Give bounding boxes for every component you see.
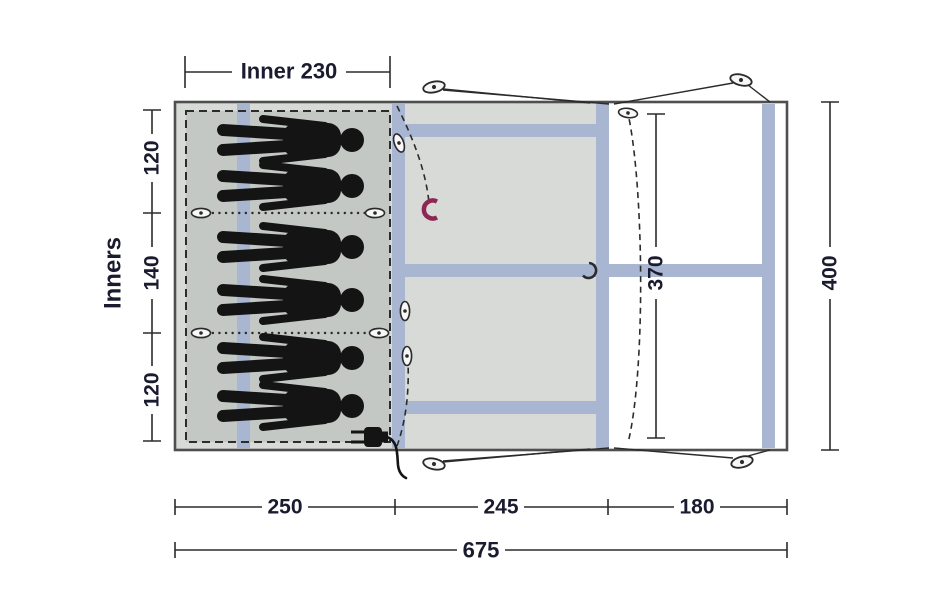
peg-icon <box>729 453 755 471</box>
dim-width-total-label: 675 <box>463 538 500 563</box>
inner-tent-border <box>185 110 391 443</box>
peg-icon <box>421 455 447 473</box>
pole-roof-middle <box>405 264 762 277</box>
dim-section-sleeping-label: 250 <box>267 496 302 519</box>
guy-line <box>442 447 610 462</box>
guy-lines <box>421 71 771 473</box>
pole-roof-top <box>405 124 596 137</box>
dim-cabin-middle-label: 140 <box>141 255 164 290</box>
accessories <box>351 198 598 480</box>
dim-depth-inner-label: 370 <box>645 255 668 290</box>
dim-cabins-group: 120 140 120 Inners <box>100 109 164 442</box>
zip-pull-icon <box>368 327 390 339</box>
tent-body <box>173 100 789 452</box>
dim-cabin-bottom-label: 120 <box>141 372 164 407</box>
dim-section-porch-label: 180 <box>679 496 714 519</box>
zip-pull-icon <box>401 345 413 367</box>
dim-depth-inner-group: 370 <box>645 113 668 439</box>
dim-width-total-group: 675 <box>174 538 788 563</box>
zip-pull-icon <box>399 300 411 322</box>
guy-line <box>747 84 771 103</box>
tent-outline <box>173 100 789 452</box>
guy-line <box>747 449 771 457</box>
front-door-curve <box>626 108 642 444</box>
zip-pull-icon <box>190 327 212 339</box>
dim-section-living-label: 245 <box>483 496 518 519</box>
pole-roof-bottom <box>405 401 596 414</box>
dim-depth-total-group: 400 <box>819 101 842 451</box>
doors <box>396 105 642 447</box>
inners-label: Inners <box>100 237 127 309</box>
magnet-icon <box>421 198 439 221</box>
dim-inner-width-group: Inner 230 <box>184 56 391 88</box>
peg-icon <box>728 71 754 89</box>
dim-inner-width-label: Inner 230 <box>241 59 338 84</box>
door-curve-bottom <box>396 361 410 447</box>
guy-line <box>613 82 734 105</box>
hook-icon <box>582 261 598 280</box>
guy-line <box>442 89 610 105</box>
power-plug-icon <box>351 427 408 480</box>
zip-pull-icon <box>190 207 212 219</box>
guy-line <box>613 447 734 459</box>
pole-front <box>762 104 775 448</box>
pole-door <box>392 104 405 448</box>
dim-depth-total-label: 400 <box>819 255 842 290</box>
peg-icon <box>421 78 447 96</box>
door-curve-top <box>396 105 430 204</box>
sleeping-cabins <box>185 110 391 443</box>
dim-sections-group: 250 245 180 <box>174 496 788 519</box>
dimensions: Inner 230 120 140 120 Inners 400 <box>100 56 842 563</box>
zip-pull-icon <box>364 207 386 219</box>
dim-cabin-top-label: 120 <box>141 140 164 175</box>
